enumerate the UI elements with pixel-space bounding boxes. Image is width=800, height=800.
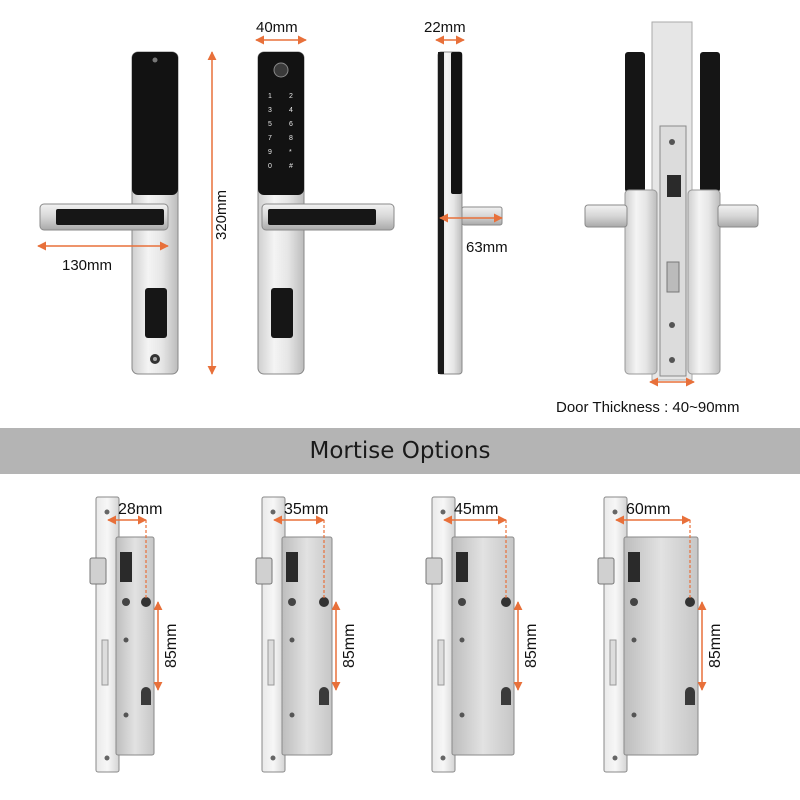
lock-front-view-keypad: 1 2 3 4 5 6 7 8 9 * 0 #: [257, 51, 395, 375]
section-title: Mortise Options: [310, 438, 491, 464]
handle-length-label: 130mm: [62, 257, 112, 274]
height-label: 320mm: [213, 190, 230, 240]
keypad-key: 8: [289, 135, 293, 142]
keypad-key: 2: [289, 93, 293, 100]
mortise-options: 28mm 85mm 35mm 85mm 45mm 85mm 60mm 85mm: [89, 496, 724, 773]
width-label: 40mm: [256, 19, 298, 36]
mortise-center-label: 85mm: [341, 624, 358, 668]
keypad-key: #: [289, 163, 293, 170]
mortise-option: 60mm 85mm: [597, 496, 724, 773]
keypad: 1 2 3 4 5 6 7 8 9 * 0 #: [268, 93, 293, 170]
keypad-key: 3: [268, 107, 272, 114]
lock-installed-view: [584, 21, 759, 381]
mortise-backset-label: 35mm: [284, 501, 328, 518]
keypad-key: 7: [268, 135, 272, 142]
mortise-backset-label: 28mm: [118, 501, 162, 518]
mortise-center-label: 85mm: [707, 624, 724, 668]
mortise-center-label: 85mm: [523, 624, 540, 668]
mortise-option: 45mm 85mm: [425, 496, 540, 773]
lock-side-view: [437, 51, 503, 375]
mortise-backset-label: 60mm: [626, 501, 670, 518]
section-banner: [0, 428, 800, 474]
mortise-backset-label: 45mm: [454, 501, 498, 518]
mortise-option: 28mm 85mm: [89, 496, 180, 773]
dimension-lines: [37, 35, 695, 387]
handle-projection-label: 63mm: [466, 239, 508, 256]
lock-front-view-left: [39, 51, 179, 375]
mortise-center-label: 85mm: [163, 624, 180, 668]
keypad-key: 5: [268, 121, 272, 128]
keypad-key: *: [289, 149, 292, 156]
door-thickness-label: Door Thickness : 40~90mm: [556, 399, 740, 416]
keypad-key: 1: [268, 93, 272, 100]
mortise-option: 35mm 85mm: [255, 496, 358, 773]
keypad-key: 4: [289, 107, 293, 114]
depth-label: 22mm: [424, 19, 466, 36]
keypad-key: 6: [289, 121, 293, 128]
keypad-key: 0: [268, 163, 272, 170]
fingerprint-sensor-icon: [273, 62, 289, 78]
keypad-key: 9: [268, 149, 272, 156]
